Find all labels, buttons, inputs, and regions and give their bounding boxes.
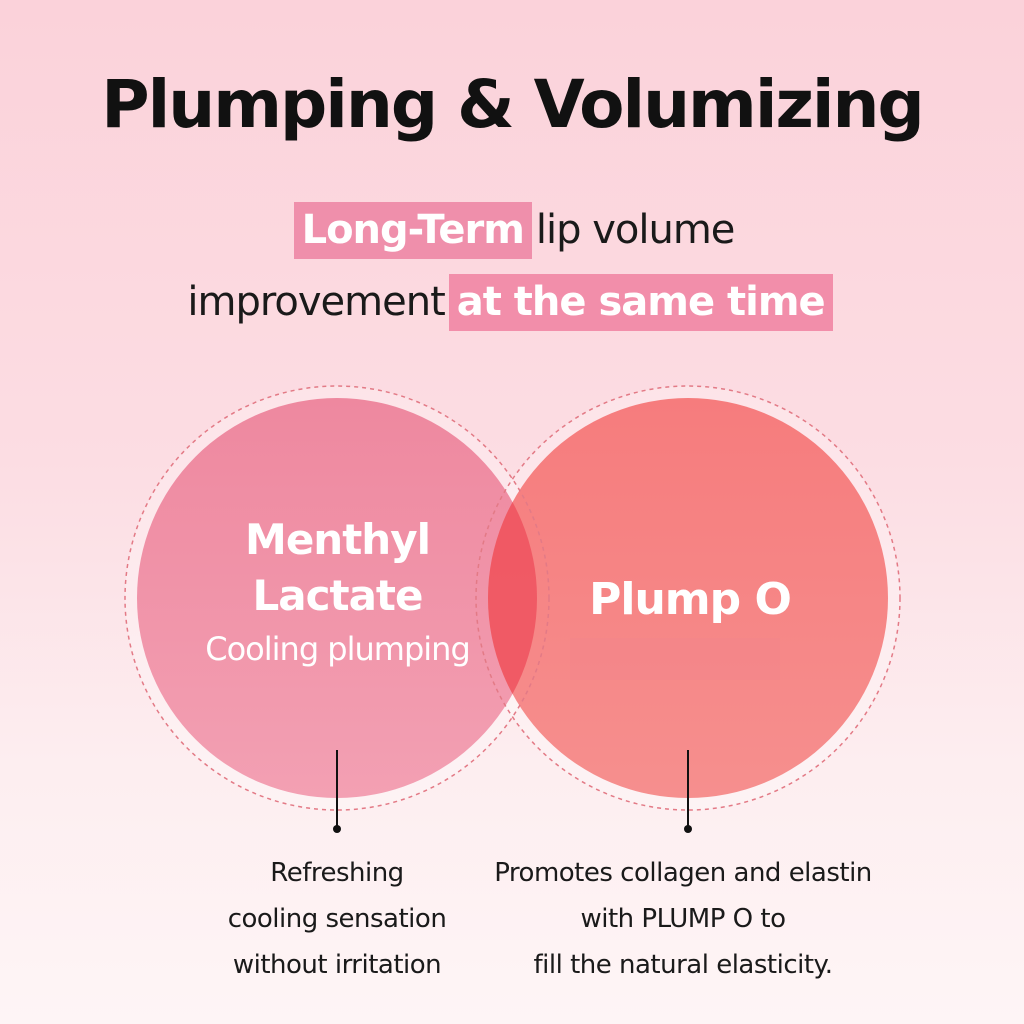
right-desc-line-2: with PLUMP O to <box>580 904 786 934</box>
right-desc-line-3: fill the natural elasticity. <box>533 950 834 980</box>
left-desc-line-3: without irritation <box>232 950 442 980</box>
right-circle-box <box>570 638 780 680</box>
subtitle-text-1: lip volume <box>535 207 736 253</box>
right-desc-line-1: Promotes collagen and elastin <box>494 858 872 888</box>
left-desc-line-2: cooling sensation <box>227 904 447 934</box>
right-description: Promotes collagen and elastin with PLUMP… <box>463 850 903 988</box>
subtitle-text-2: improvement <box>187 279 445 325</box>
highlight-same-time: at the same time <box>448 274 833 331</box>
left-name-line-1: Menthyl <box>245 515 431 564</box>
right-circle-name: Plump O <box>589 574 792 625</box>
page-title: Plumping & Volumizing <box>101 66 924 143</box>
left-desc-line-1: Refreshing <box>270 858 404 888</box>
left-circle-name: Menthyl Lactate <box>150 512 525 624</box>
left-name-line-2: Lactate <box>252 571 424 620</box>
left-dashed-ring <box>124 385 550 811</box>
right-dashed-ring <box>475 385 901 811</box>
right-pointer-dot <box>684 825 692 833</box>
left-description: Refreshing cooling sensation without irr… <box>187 850 487 988</box>
right-circle <box>488 398 888 798</box>
left-circle <box>137 398 537 798</box>
left-pointer-dot <box>333 825 341 833</box>
left-circle-sub: Cooling plumping <box>205 630 471 668</box>
highlight-long-term: Long-Term <box>293 202 532 259</box>
